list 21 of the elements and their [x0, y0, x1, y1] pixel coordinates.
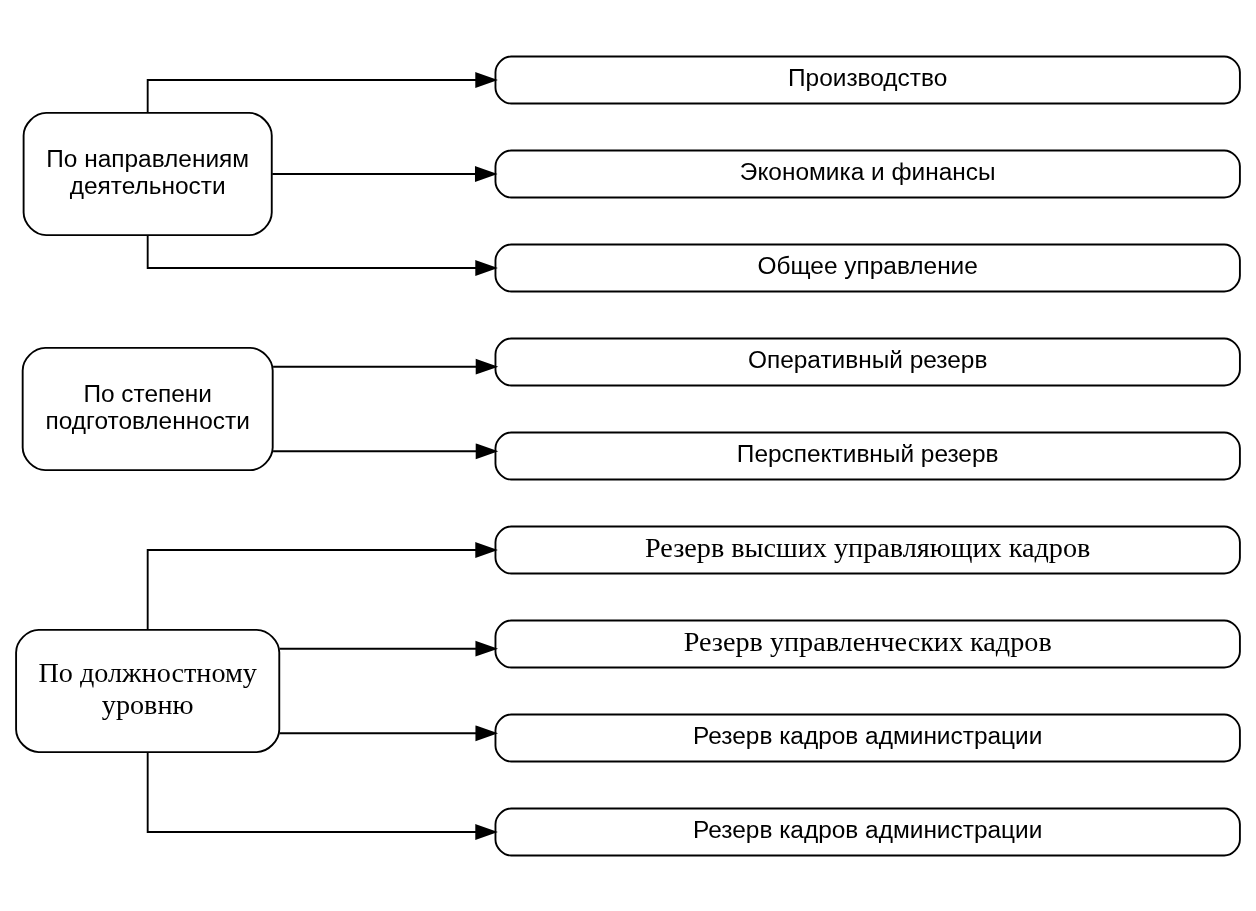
node-box: По степени подготовленности [21, 346, 274, 471]
node-box: Резерв кадров администрации [494, 807, 1241, 856]
node-box: Резерв высших управляющих кадров [494, 525, 1241, 574]
node-box: Производство [494, 55, 1241, 104]
node-box: По направлениям деятельности [22, 111, 273, 236]
arrow [278, 640, 499, 657]
arrow [272, 442, 499, 459]
node-box: Оперативный резерв [494, 337, 1241, 386]
node-box: Резерв управленческих кадров [494, 619, 1241, 668]
node-box: Экономика и финансы [494, 149, 1241, 198]
arrow [146, 750, 498, 840]
node-box: По должностному уровню [15, 628, 281, 753]
node-box: Общее управление [494, 243, 1241, 292]
arrow [146, 233, 498, 276]
arrow [146, 541, 498, 630]
arrow [146, 71, 498, 114]
arrow [272, 358, 499, 375]
node-box: Резерв кадров администрации [494, 713, 1241, 762]
arrow [278, 724, 499, 741]
arrow [271, 165, 498, 182]
node-box: Перспективный резерв [494, 431, 1241, 480]
